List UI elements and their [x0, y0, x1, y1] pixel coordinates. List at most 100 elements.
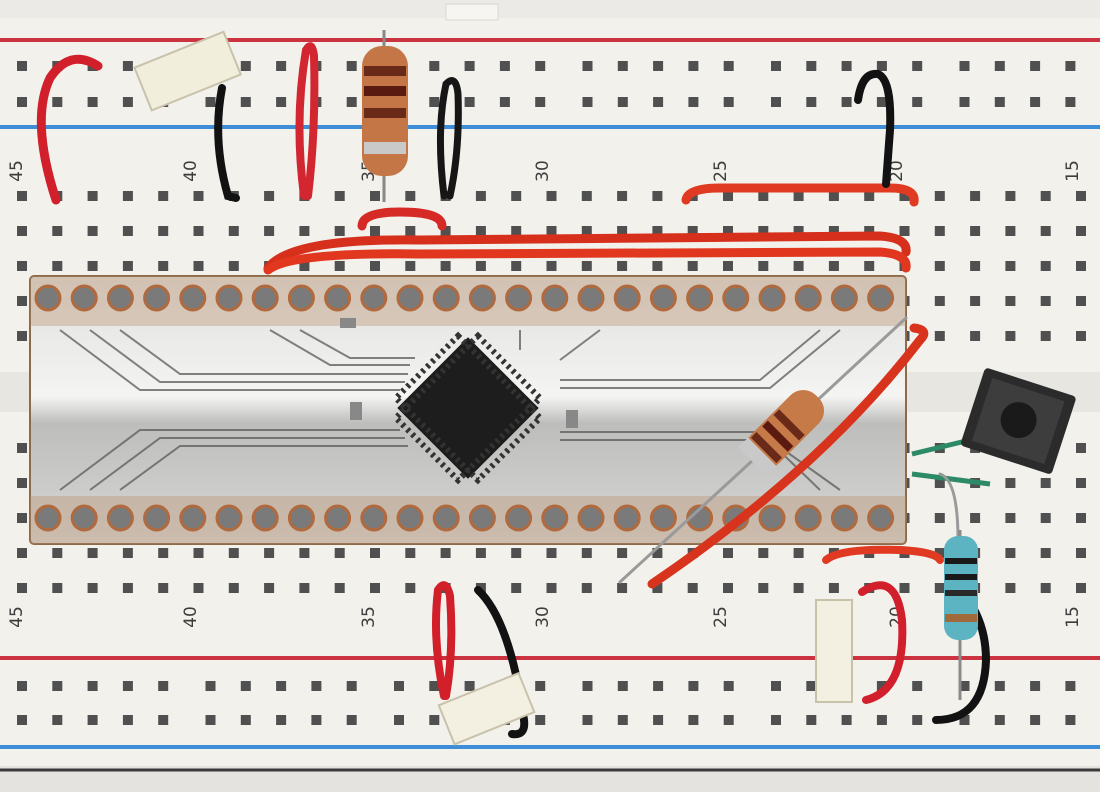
- pcb-pad: [649, 504, 677, 532]
- breadboard-hole: [959, 681, 970, 691]
- breadboard-hole: [240, 715, 251, 725]
- pcb-pad: [649, 284, 677, 312]
- black-jumper-top-mid: [436, 77, 462, 200]
- breadboard-hole: [876, 61, 887, 71]
- breadboard-hole: [934, 583, 945, 593]
- board-top-tab: [445, 3, 499, 21]
- col-label-top: 30: [533, 160, 553, 182]
- breadboard-hole: [17, 715, 27, 725]
- breadboard-hole: [370, 226, 380, 236]
- breadboard-hole: [405, 583, 416, 593]
- pcb-pad: [287, 284, 315, 312]
- red-jumper-bottom-left: [432, 581, 456, 700]
- microcontroller-module: [29, 275, 907, 545]
- breadboard-hole: [535, 681, 546, 691]
- breadboard-hole: [17, 583, 27, 593]
- col-label-bottom: 30: [533, 606, 553, 628]
- breadboard-hole: [828, 226, 839, 236]
- breadboard-hole: [429, 715, 440, 725]
- breadboard-hole: [617, 715, 628, 725]
- breadboard-hole: [652, 261, 663, 271]
- pcb-pad: [396, 504, 424, 532]
- breadboard-hole: [912, 715, 923, 725]
- breadboard-hole: [1076, 261, 1086, 271]
- breadboard-hole: [688, 681, 699, 691]
- breadboard-hole: [299, 261, 310, 271]
- breadboard-hole: [617, 548, 628, 558]
- breadboard-hole: [994, 97, 1005, 107]
- pcb-pad: [468, 284, 496, 312]
- pcb-pad: [758, 284, 786, 312]
- breadboard-hole: [723, 191, 733, 201]
- breadboard-hole: [52, 226, 63, 236]
- breadboard-hole: [87, 97, 98, 107]
- breadboard-hole: [405, 261, 416, 271]
- breadboard-hole: [17, 97, 27, 107]
- pcb-pad: [432, 504, 460, 532]
- breadboard-hole: [17, 513, 27, 523]
- breadboard-hole: [193, 548, 204, 558]
- pcb-pad: [179, 284, 207, 312]
- pcb-pad: [251, 284, 279, 312]
- resistor-bottom-right: [944, 530, 978, 700]
- breadboard-hole: [228, 261, 239, 271]
- breadboard-hole: [346, 97, 357, 107]
- breadboard-hole: [841, 715, 852, 725]
- breadboard-hole: [464, 97, 475, 107]
- breadboard-hole: [334, 548, 345, 558]
- breadboard-hole: [394, 715, 404, 725]
- breadboard-hole: [52, 548, 63, 558]
- breadboard-hole: [1005, 191, 1016, 201]
- breadboard-hole: [535, 97, 546, 107]
- breadboard-hole: [334, 191, 345, 201]
- lead-wire-resistor-right: [938, 472, 960, 542]
- pcb-pad: [867, 284, 895, 312]
- breadboard-hole: [475, 191, 486, 201]
- pads-bottom-row: [34, 504, 895, 532]
- breadboard-hole: [276, 681, 287, 691]
- breadboard-hole: [876, 681, 887, 691]
- breadboard-hole: [1076, 513, 1086, 523]
- breadboard-hole: [17, 191, 27, 201]
- breadboard-hole: [687, 583, 698, 593]
- breadboard-hole: [475, 226, 486, 236]
- breadboard-hole: [758, 548, 769, 558]
- breadboard-hole: [617, 191, 628, 201]
- breadboard-hole: [688, 715, 699, 725]
- breadboard-hole: [122, 97, 133, 107]
- pcb-pad: [143, 504, 171, 532]
- breadboard-hole: [687, 261, 698, 271]
- breadboard-hole: [264, 226, 275, 236]
- breadboard-hole: [841, 97, 852, 107]
- breadboard-hole: [653, 681, 664, 691]
- breadboard-hole: [652, 583, 663, 593]
- breadboard-hole: [970, 261, 981, 271]
- breadboard-hole: [299, 226, 310, 236]
- breadboard-hole: [17, 548, 27, 558]
- breadboard-hole: [723, 715, 734, 725]
- breadboard-hole: [806, 97, 817, 107]
- breadboard-hole: [617, 681, 628, 691]
- breadboard-hole: [1076, 226, 1086, 236]
- breadboard-hole: [311, 715, 322, 725]
- breadboard-hole: [1065, 97, 1076, 107]
- breadboard-hole: [52, 261, 63, 271]
- red-wire-short-mid: [357, 207, 447, 231]
- breadboard-hole: [723, 61, 734, 71]
- breadboard-hole: [1040, 331, 1051, 341]
- pcb-pad: [70, 504, 98, 532]
- red-jumper-top-mid: [295, 42, 319, 200]
- breadboard-hole: [758, 191, 769, 201]
- breadboard-hole: [1040, 548, 1051, 558]
- pcb-pad: [722, 284, 750, 312]
- red-wire-bottom-link: [822, 545, 944, 564]
- col-label-bottom: 40: [181, 606, 201, 628]
- pcb-pad: [396, 284, 424, 312]
- breadboard-hole: [687, 226, 698, 236]
- breadboard-hole: [970, 191, 981, 201]
- breadboard-hole: [158, 548, 169, 558]
- breadboard-hole: [276, 97, 287, 107]
- pcb-pad: [830, 504, 858, 532]
- breadboard-hole: [429, 97, 440, 107]
- breadboard-hole: [758, 261, 769, 271]
